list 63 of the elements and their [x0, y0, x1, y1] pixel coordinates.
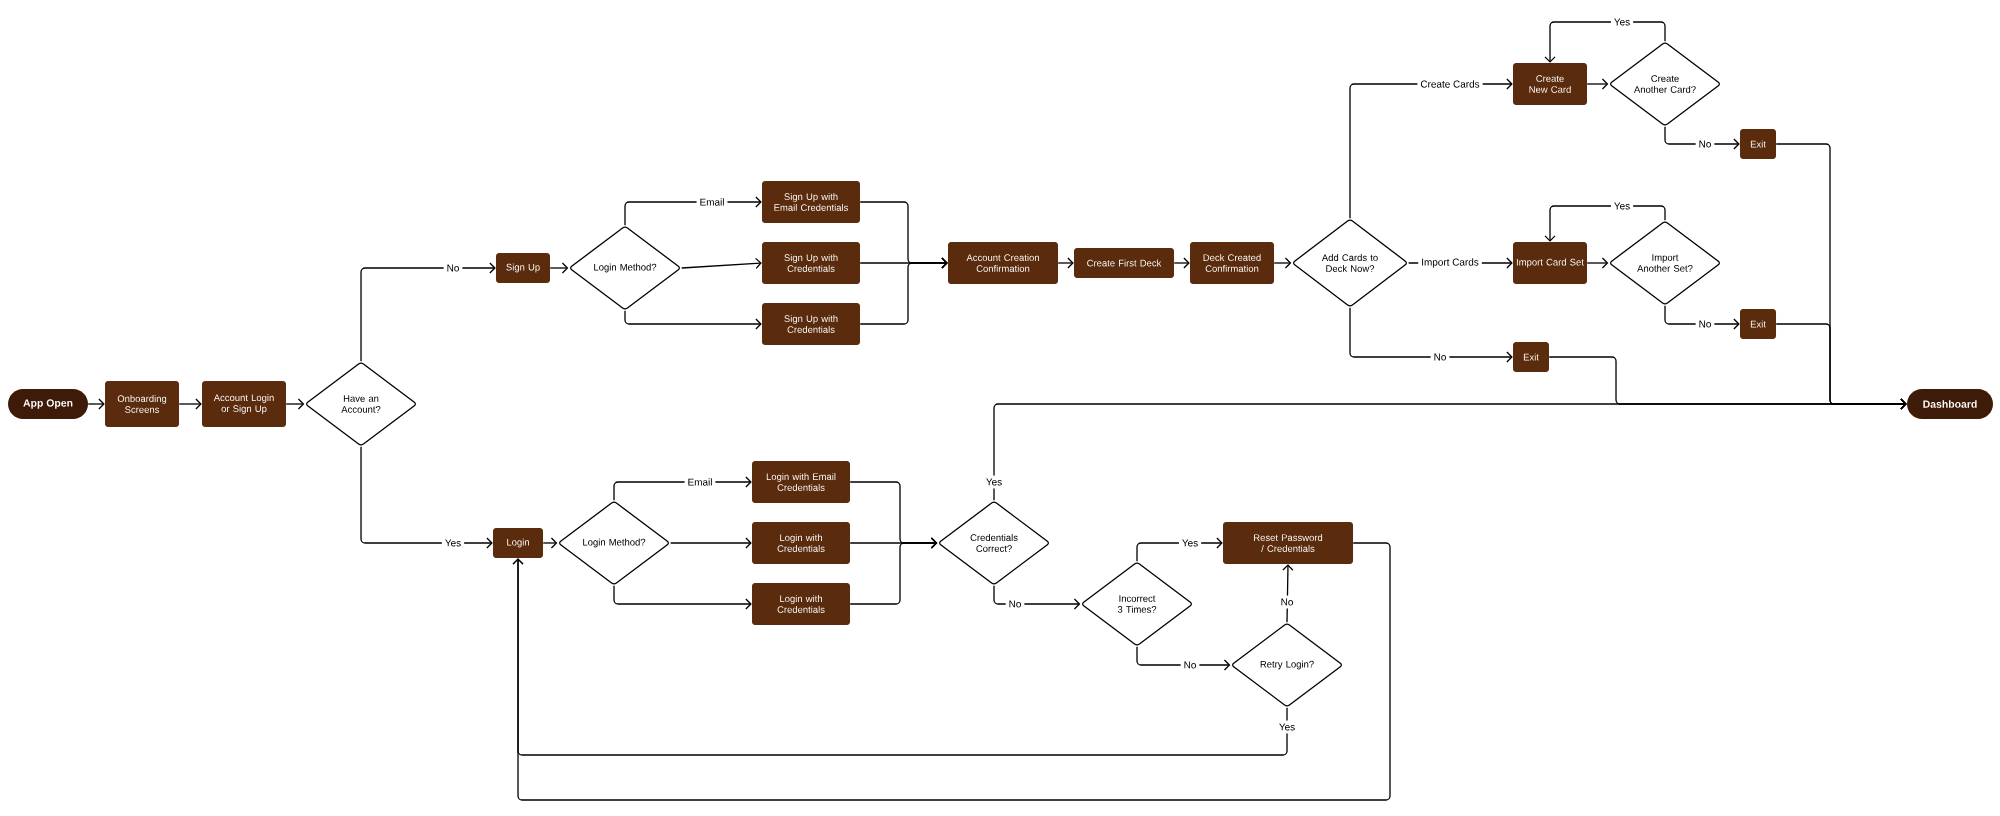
arrow [512, 542, 1391, 801]
process-box: Reset Password / Credentials [1223, 522, 1353, 564]
edge-label: Email [684, 475, 716, 489]
edge-label: Yes [1610, 15, 1634, 29]
edge-label: Create Cards [1417, 77, 1483, 91]
arrow [542, 537, 558, 549]
process-box: Account Login or Sign Up [202, 381, 286, 427]
edge-label: Yes [441, 536, 465, 550]
arrow [681, 257, 762, 269]
edge-label: Email [696, 195, 728, 209]
arrow [993, 398, 1907, 501]
process-box: Exit [1740, 129, 1776, 159]
arrow [1664, 126, 1740, 150]
arrow [1586, 78, 1609, 90]
process-box: Login with Credentials [752, 583, 850, 625]
arrow [624, 310, 762, 330]
process-box: Import Card Set [1513, 242, 1587, 284]
terminal-pill: Dashboard [1907, 389, 1993, 419]
edge-label: No [443, 261, 463, 275]
edge-label: Yes [1275, 720, 1299, 734]
arrow [1586, 257, 1609, 269]
arrow [849, 537, 938, 605]
process-box: Deck Created Confirmation [1190, 242, 1274, 284]
edge-label: No [1695, 137, 1715, 151]
process-box: Sign Up with Credentials [762, 242, 860, 284]
process-box: Exit [1740, 309, 1776, 339]
arrow [1057, 257, 1074, 269]
arrow [670, 537, 752, 549]
arrow [360, 262, 496, 362]
process-box: Sign Up with Email Credentials [762, 181, 860, 223]
process-box: Sign Up [496, 253, 550, 283]
edge-label: No [1277, 595, 1297, 609]
process-box: Account Creation Confirmation [948, 242, 1058, 284]
terminal-pill: App Open [8, 389, 88, 419]
process-box: Create New Card [1513, 63, 1587, 105]
arrow [1664, 305, 1740, 330]
edge-label: Import Cards [1418, 255, 1482, 271]
arrow [1544, 21, 1666, 63]
process-box: Login with Credentials [752, 522, 850, 564]
arrow [1282, 564, 1294, 623]
arrow [1173, 257, 1190, 269]
arrow [859, 257, 948, 325]
edge-label: Yes [982, 475, 1006, 489]
edge-label: No [1695, 317, 1715, 331]
process-box: Login [493, 528, 543, 558]
arrow [1544, 205, 1666, 242]
process-box: Onboarding Screens [105, 381, 179, 427]
edge-label: Yes [1178, 536, 1202, 550]
arrow [1349, 307, 1513, 363]
arrow [360, 446, 493, 549]
process-box: Sign Up with Credentials [762, 303, 860, 345]
edge-label: No [1430, 350, 1450, 364]
arrow [1273, 257, 1292, 269]
edge-label: No [1005, 597, 1025, 611]
arrow [87, 398, 105, 410]
edge-label: No [1180, 658, 1200, 672]
process-box: Exit [1513, 342, 1549, 372]
arrow [549, 262, 569, 274]
process-box: Create First Deck [1074, 248, 1174, 278]
arrow [285, 398, 305, 410]
edge-label: Yes [1610, 199, 1634, 213]
arrow [178, 398, 202, 410]
process-box: Login with Email Credentials [752, 461, 850, 503]
